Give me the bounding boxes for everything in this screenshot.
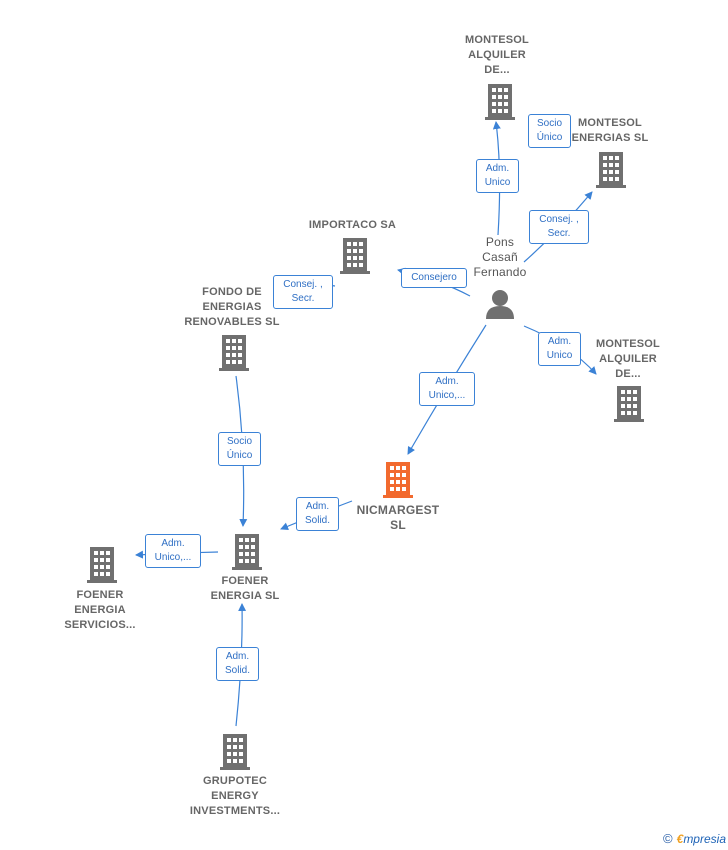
edge-label-adm-solid[interactable]: Adm. Solid. [216,647,259,681]
building-icons [87,84,644,770]
building-icon [219,335,249,371]
building-icon [596,152,626,188]
copyright-icon: © [663,831,673,846]
node-label-grupotec[interactable]: GRUPOTEC ENERGY INVESTMENTS... [189,775,281,817]
edge-label-consej-secr[interactable]: Consej. , Secr. [273,275,333,309]
edge-label-socio-unico[interactable]: Socio Único [528,114,571,148]
building-icon [232,534,262,570]
edge-label-socio-unico[interactable]: Socio Único [218,432,261,466]
brand-logo-mark: € [676,832,684,846]
person-icon [486,290,514,319]
building-icon [340,238,370,274]
building-icon [485,84,515,120]
building-icon [383,462,413,498]
node-label-fondo[interactable]: FONDO DE ENERGIAS RENOVABLES SL [184,286,280,328]
footer-brand: ©€mpresia [663,831,726,846]
building-icon [614,386,644,422]
edge-label-adm-unico[interactable]: Adm. Unico [538,332,581,366]
person-label: Pons Casañ Fernando [473,235,527,279]
node-label-foener-energia[interactable]: FOENER ENERGIA SL [210,575,280,602]
edge-label-adm-solid[interactable]: Adm. Solid. [296,497,339,531]
edge-label-adm-unico-etc[interactable]: Adm. Unico,... [419,372,475,406]
edge-label-adm-unico[interactable]: Adm. Unico [476,159,519,193]
node-label-foener-servicios[interactable]: FOENER ENERGIA SERVICIOS... [64,589,136,631]
node-label-montesol-alquiler-right[interactable]: MONTESOL ALQUILER DE... [596,338,660,380]
node-label-importaco[interactable]: IMPORTACO SA [308,219,397,231]
brand-name: mpresia [683,832,726,846]
edge-label-consejero[interactable]: Consejero [401,268,467,288]
building-icon [220,734,250,770]
node-label-nicmargest[interactable]: NICMARGEST SL [356,503,440,532]
building-icon [87,547,117,583]
node-label-montesol-alquiler-top[interactable]: MONTESOL ALQUILER DE... [465,34,529,76]
edge-label-consej-secr[interactable]: Consej. , Secr. [529,210,589,244]
node-label-montesol-energias[interactable]: MONTESOL ENERGIAS SL [571,117,649,144]
edge-label-adm-unico-etc[interactable]: Adm. Unico,... [145,534,201,568]
